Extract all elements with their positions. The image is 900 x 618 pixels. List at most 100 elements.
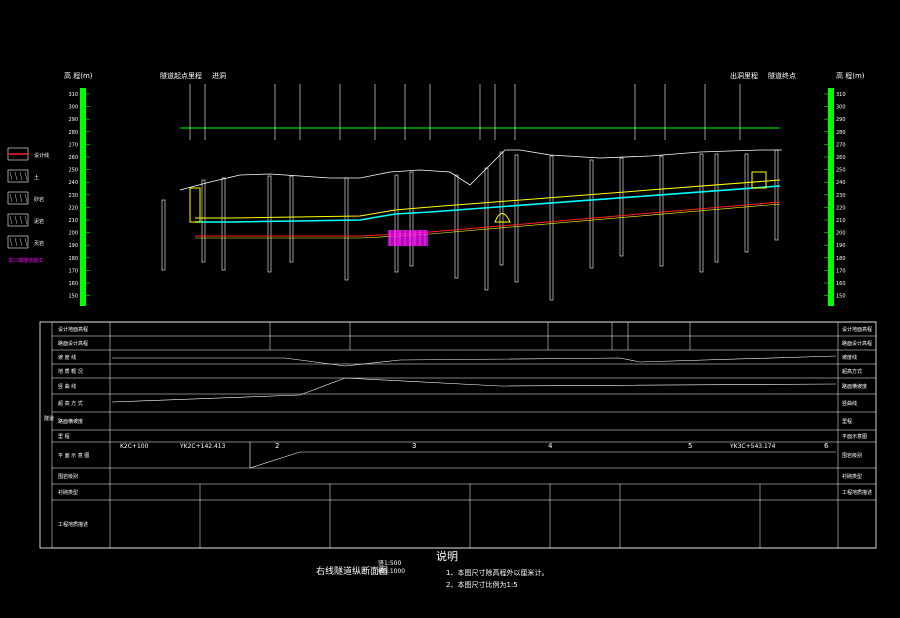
scale-block: 竖1:500 横1:1000 <box>378 560 405 576</box>
elev-tick-label-left: 190 <box>68 243 78 249</box>
elevation-label-right: 高 程(m) <box>836 71 865 80</box>
fault-zone-fill <box>388 230 428 246</box>
elev-tick-label-right: 220 <box>836 205 846 211</box>
elev-tick-label-right: 250 <box>836 168 846 174</box>
borehole <box>344 177 349 281</box>
elevation-label-left: 高 程(m) <box>64 71 93 80</box>
table-row-label-left: 竖 曲 线 <box>58 383 76 390</box>
station-label: K2C+100 <box>120 443 149 450</box>
elev-tick-label-left: 210 <box>68 218 78 224</box>
elev-tick-label-left: 180 <box>68 256 78 262</box>
elev-tick-label-right: 310 <box>836 92 846 98</box>
plan-number: 6 <box>824 442 829 450</box>
elevation-scale-left <box>80 88 86 306</box>
station-label: YK2C+142.413 <box>179 443 226 450</box>
scale-v: 横1:1000 <box>378 568 406 575</box>
elev-tick-label-left: 310 <box>68 92 78 98</box>
table-row-label-left: 超 高 方 式 <box>58 400 83 407</box>
legend-item-label: 砂岩 <box>34 196 44 203</box>
table-row-label-right: 衬砌类型 <box>842 473 862 480</box>
table-row-label-right: 围岩级别 <box>842 452 862 459</box>
table-row-label-right: 超高方式 <box>842 368 862 375</box>
exit-label: 出洞里程 <box>730 71 758 80</box>
elev-tick-label-left: 260 <box>68 155 78 161</box>
legend-swatch-hatch <box>24 171 28 181</box>
station-ticks <box>189 84 741 140</box>
legend-swatch <box>7 235 29 249</box>
legend-swatch-hatch <box>14 237 18 247</box>
plan-line <box>249 442 836 469</box>
legend-swatch-hatch <box>9 193 13 203</box>
borehole <box>499 151 504 266</box>
elev-tick-label-right: 260 <box>836 155 846 161</box>
elev-tick-label-left: 300 <box>68 105 78 111</box>
legend-swatch-hatch <box>24 193 28 203</box>
borehole <box>409 171 414 267</box>
elev-tick-label-right: 150 <box>836 294 846 300</box>
profile-area: 310 300 290 280 270 260 250 240 230 220 210 200 190 1… <box>64 71 865 306</box>
legend-swatch-hatch <box>24 237 28 247</box>
table-row-label-left: 里 程 <box>58 433 70 440</box>
elev-tick-label-left: 240 <box>68 180 78 186</box>
borehole <box>619 157 624 257</box>
table-row-label-right: 平面示意图 <box>842 433 867 440</box>
borehole <box>161 199 166 271</box>
fault-zone <box>388 230 428 246</box>
scale-h: 竖1:500 <box>378 560 402 567</box>
elevation-scale-right <box>828 88 834 306</box>
elev-tick-label-right: 200 <box>836 231 846 237</box>
elev-tick-label-left: 170 <box>68 268 78 274</box>
start-label: 隧道起点里程 <box>160 71 202 80</box>
elev-tick-label-right: 290 <box>836 117 846 123</box>
plan-number: 2 <box>275 442 279 450</box>
borehole <box>659 155 664 267</box>
table-row-label-right: 里程 <box>842 418 852 425</box>
table-row-label-left: 围岩级别 <box>58 473 78 480</box>
elev-tick-label-left: 250 <box>68 168 78 174</box>
legend-swatch <box>7 169 29 183</box>
elevation-ticks-right: 3103002902802702602502402302202102001901… <box>824 92 846 300</box>
borehole <box>267 175 272 273</box>
end-label: 隧道终点 <box>768 71 796 80</box>
elev-tick-label-left: 200 <box>68 231 78 237</box>
table-frame <box>39 321 877 549</box>
table-row-label-right: 坡度线 <box>842 354 857 361</box>
borehole <box>774 149 779 241</box>
table-row-label-right: 设计地面高程 <box>842 326 872 333</box>
legend-swatch-hatch <box>9 237 13 247</box>
borehole <box>699 153 704 273</box>
borehole <box>744 153 749 253</box>
elev-tick-label-left: 230 <box>68 193 78 199</box>
legend-swatch-hatch <box>14 171 18 181</box>
legend-item-label: 泥岩 <box>34 218 44 225</box>
elev-tick-label-right: 240 <box>836 180 846 186</box>
table-row-label-right: 工程地质描述 <box>842 489 872 496</box>
borehole <box>394 174 399 273</box>
legend-item-label: 设计线 <box>34 152 49 159</box>
elev-tick-label-left: 270 <box>68 142 78 148</box>
boreholes <box>161 149 779 301</box>
elev-tick-label-left: 160 <box>68 281 78 287</box>
elev-tick-label-right: 280 <box>836 130 846 136</box>
elev-tick-label-right: 230 <box>836 193 846 199</box>
table-side-label: 隧道 <box>44 415 54 422</box>
elev-tick-label-left: 220 <box>68 205 78 211</box>
elev-tick-label-right: 210 <box>836 218 846 224</box>
table-row-label-right: 竖曲线 <box>842 400 857 407</box>
legend-swatch-hatch <box>19 237 23 247</box>
elev-tick-label-right: 190 <box>836 243 846 249</box>
legend-swatch-hatch <box>14 193 18 203</box>
legend-item-label: 页岩 <box>34 240 44 247</box>
elev-tick-label-left: 150 <box>68 294 78 300</box>
elevation-ticks-left: 3103002902802702602502402302202102001901… <box>68 92 90 300</box>
table-row-label-left: 路面设计高程 <box>58 340 88 347</box>
cross-section-marker <box>494 213 511 223</box>
borehole <box>221 177 226 271</box>
elev-tick-label-left: 280 <box>68 130 78 136</box>
legend-swatch-hatch <box>14 215 18 225</box>
legend-swatch-hatch <box>19 215 23 225</box>
table-row-label-left: 工程地质描述 <box>58 521 88 528</box>
plan-number: 3 <box>412 442 416 450</box>
